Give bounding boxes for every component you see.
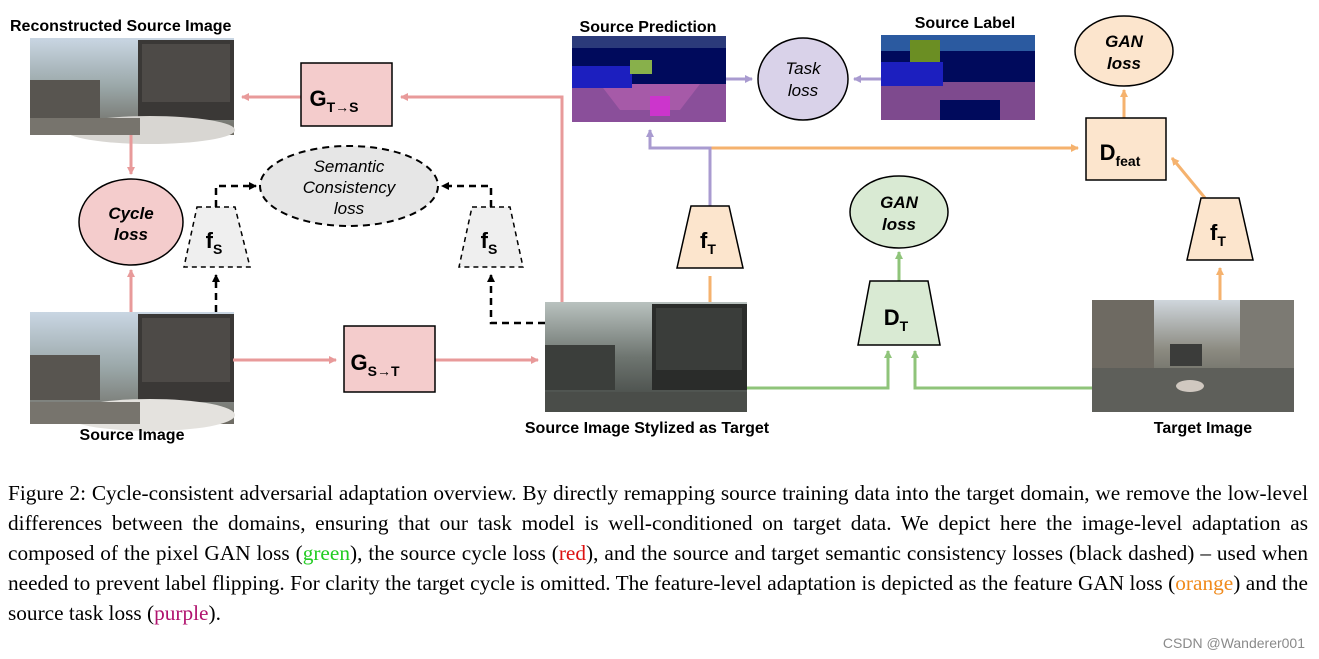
edge-stylized-to-fs — [487, 274, 545, 325]
svg-text:GAN: GAN — [880, 193, 919, 212]
edge-stylized-to-dt — [747, 350, 892, 390]
svg-text:Dfeat: Dfeat — [1100, 140, 1141, 169]
label-source-label: Source Label — [915, 15, 1015, 32]
generator-t-to-s: GT→S — [300, 62, 393, 127]
label-source-prediction: Source Prediction — [580, 19, 717, 36]
encoder-fs-stylized: fS — [458, 206, 524, 268]
svg-text:Cycle: Cycle — [108, 204, 153, 223]
cycle-loss: Cycle loss — [78, 178, 184, 266]
feature-gan-loss: GAN loss — [1074, 15, 1174, 87]
target-image — [1092, 300, 1294, 412]
caption-green: green — [302, 541, 350, 565]
caption-orange: orange — [1175, 571, 1234, 595]
label-target-image: Target Image — [1154, 420, 1253, 437]
svg-text:loss: loss — [334, 199, 365, 218]
stylized-image — [545, 302, 747, 412]
edge-target-to-dt — [911, 350, 1092, 390]
source-label-image — [881, 35, 1035, 120]
svg-text:Task: Task — [785, 59, 822, 78]
caption-purple: purple — [154, 601, 209, 625]
edge-fs-to-semantic — [214, 182, 257, 207]
encoder-ft-stylized: fT — [676, 205, 744, 269]
svg-text:fS: fS — [206, 228, 223, 257]
adaptation-diagram: GT→S GS→T fS fS fT fT DT Dfeat Cycle los… — [10, 15, 1294, 444]
generator-s-to-t: GS→T — [343, 325, 436, 393]
watermark: CSDN @Wanderer001 — [1162, 635, 1305, 651]
label-stylized: Source Image Stylized as Target — [525, 420, 770, 437]
svg-text:loss: loss — [882, 215, 916, 234]
svg-text:loss: loss — [114, 225, 148, 244]
edge-stylized-to-gts — [400, 93, 564, 302]
svg-text:GAN: GAN — [1105, 32, 1144, 51]
label-source-image: Source Image — [80, 427, 185, 444]
svg-text:GS→T: GS→T — [350, 350, 399, 379]
encoder-ft-target: fT — [1186, 197, 1254, 261]
svg-text:fS: fS — [481, 228, 498, 257]
task-loss: Task loss — [757, 37, 849, 121]
source-image — [30, 312, 235, 431]
svg-text:loss: loss — [788, 81, 819, 100]
svg-text:Semantic: Semantic — [314, 157, 385, 176]
svg-text:loss: loss — [1107, 54, 1141, 73]
discriminator-dt: DT — [857, 280, 941, 346]
encoder-fs-source: fS — [183, 206, 251, 268]
label-reconstructed: Reconstructed Source Image — [10, 18, 232, 35]
edge-ft-to-prediction — [646, 129, 712, 206]
semantic-consistency-loss: Semantic Consistency loss — [259, 145, 439, 227]
svg-text:GT→S: GT→S — [309, 86, 358, 115]
reconstructed-source-image — [30, 38, 235, 144]
edge-fs2-to-semantic — [441, 182, 493, 207]
caption-red: red — [558, 541, 587, 565]
pixel-gan-loss: GAN loss — [849, 175, 949, 249]
discriminator-dfeat: Dfeat — [1085, 117, 1167, 181]
edge-ft2-to-dfeat — [1170, 157, 1207, 199]
source-prediction-image — [572, 36, 726, 122]
svg-text:fT: fT — [1210, 220, 1226, 249]
svg-text:DT: DT — [884, 305, 909, 334]
svg-text:Consistency: Consistency — [303, 178, 397, 197]
svg-text:fT: fT — [700, 228, 716, 257]
figure-caption: Figure 2: Cycle-consistent adversarial a… — [8, 481, 1309, 625]
